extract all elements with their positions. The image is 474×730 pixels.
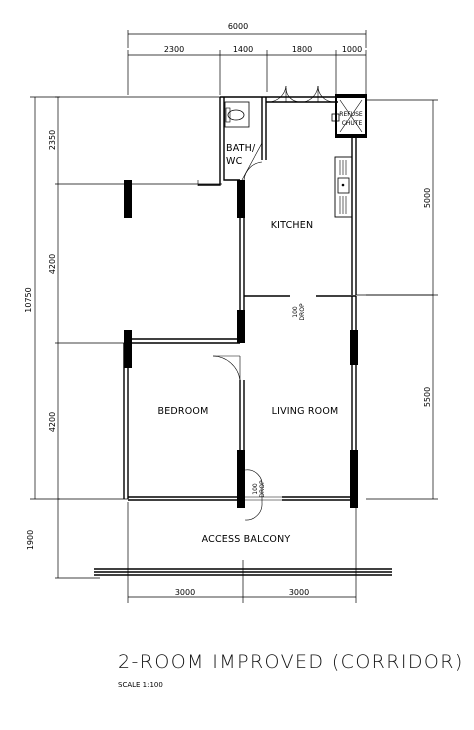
refuse-label: REFUSE [339,111,363,118]
dim-left-bottom: 1900 [26,530,35,550]
drop-top-value: 100 [292,306,299,318]
fixtures [197,85,353,521]
plan-title: 2-ROOM IMPROVED (CORRIDOR) [118,651,464,673]
dim-top-seg-2: 1400 [233,45,253,54]
drop-bottom-label: DROP [259,480,266,498]
dimension-labels: 6000 2300 1400 1800 1000 10750 2350 4200… [24,22,432,597]
dim-top-total: 6000 [228,22,248,31]
room-labels: BATH/ WC KITCHEN BEDROOM LIVING ROOM ACC… [158,111,363,545]
chute-label: CHUTE [342,120,363,127]
columns [124,94,367,508]
dim-left-seg-3: 4200 [48,412,57,432]
living-room-label: LIVING ROOM [272,406,339,417]
dim-left-total: 10750 [24,287,33,312]
dim-top-seg-1: 2300 [164,45,184,54]
dim-left-seg-1: 2350 [48,130,57,150]
dim-top-seg-4: 1000 [342,45,362,54]
drop-top-label: DROP [299,303,306,321]
dim-right-seg-1: 5000 [423,188,432,208]
bedroom-label: BEDROOM [158,406,209,417]
bath-label: BATH/ [226,143,256,154]
bath-label-2: WC [226,156,243,167]
plan-scale: SCALE 1:100 [118,681,163,689]
drop-bottom-value: 100 [252,483,259,495]
dim-bottom-seg-2: 3000 [289,588,309,597]
dimension-lines [30,30,438,603]
kitchen-label: KITCHEN [271,220,314,231]
title-block: 2-ROOM IMPROVED (CORRIDOR) SCALE 1:100 [118,651,464,689]
dim-top-seg-3: 1800 [292,45,312,54]
dim-bottom-seg-1: 3000 [175,588,195,597]
dim-left-seg-2: 4200 [48,254,57,274]
access-balcony-label: ACCESS BALCONY [202,534,291,545]
dim-right-seg-2: 5500 [423,387,432,407]
